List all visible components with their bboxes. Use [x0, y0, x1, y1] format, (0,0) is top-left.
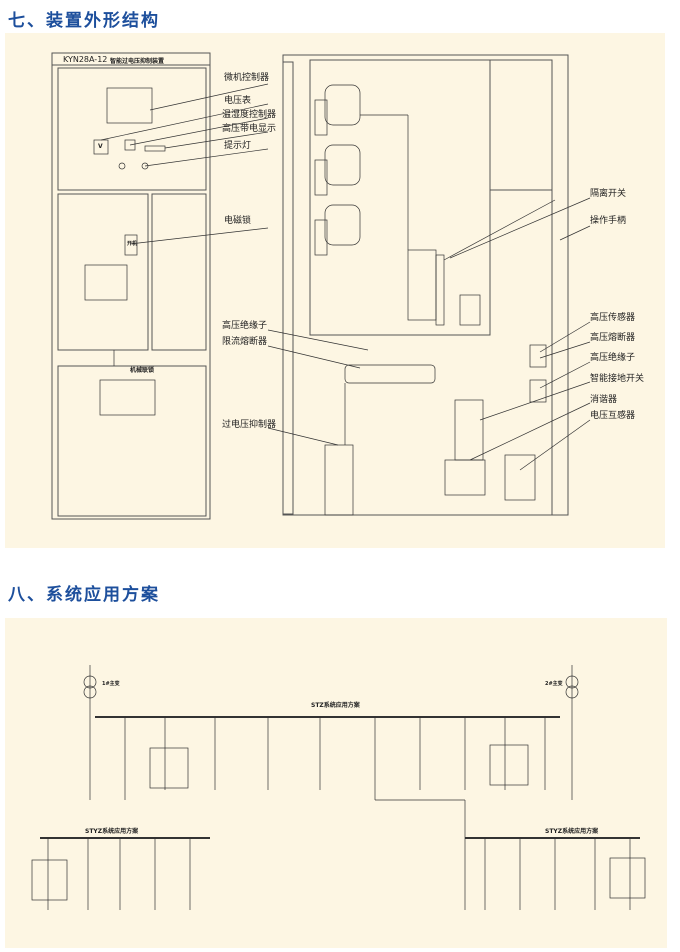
side-section-drawing: [282, 54, 569, 516]
cabinet-name: 智能过电压抑制装置: [110, 58, 165, 65]
label-sensor: 高压传感器: [590, 313, 636, 323]
label-suppressor: 过电压抑制器: [222, 420, 277, 430]
structure-panel: [5, 33, 665, 548]
main-scheme-title: STZ系统应用方案: [311, 702, 360, 709]
label-controller: 微机控制器: [224, 73, 270, 83]
label-fuse: 限流熔断器: [222, 337, 268, 347]
scheme-panel: [5, 618, 667, 948]
label-pt: 电压互感器: [590, 411, 636, 421]
lock-label: 开机: [127, 241, 138, 247]
sub-scheme-right-title: STYZ系统应用方案: [545, 828, 599, 835]
cabinet-model: KYN28A-12: [63, 55, 108, 64]
label-resonance: 消谐器: [590, 395, 618, 405]
leader-lines: [100, 83, 591, 471]
label-humidity: 温湿度控制器: [222, 110, 277, 120]
label-handle: 操作手柄: [590, 216, 627, 226]
label-hv-fuse: 高压熔断器: [590, 333, 636, 343]
section-8-title: 八、系统应用方案: [8, 585, 160, 605]
label-hv-display: 高压带电显示: [222, 124, 277, 134]
front-cabinet-drawing: [51, 52, 211, 520]
label-earth-switch: 智能接地开关: [590, 374, 645, 384]
sub-scheme-left-title: STYZ系统应用方案: [85, 828, 139, 835]
label-insulator: 高压绝缘子: [222, 321, 268, 331]
section-7-title: 七、装置外形结构: [8, 11, 160, 31]
interlock-label: 机械联锁: [130, 367, 155, 374]
transformer-2-label: 2#主变: [545, 681, 563, 687]
label-voltmeter: 电压表: [224, 96, 252, 106]
voltmeter-symbol: V: [98, 143, 103, 150]
transformer-1-label: 1#主变: [102, 681, 120, 687]
label-hv-insulator: 高压绝缘子: [590, 353, 636, 363]
single-line-diagram: [31, 665, 646, 910]
label-isolator: 隔离开关: [590, 189, 627, 199]
label-indicator: 提示灯: [224, 141, 252, 151]
label-lock: 电磁锁: [224, 216, 252, 226]
